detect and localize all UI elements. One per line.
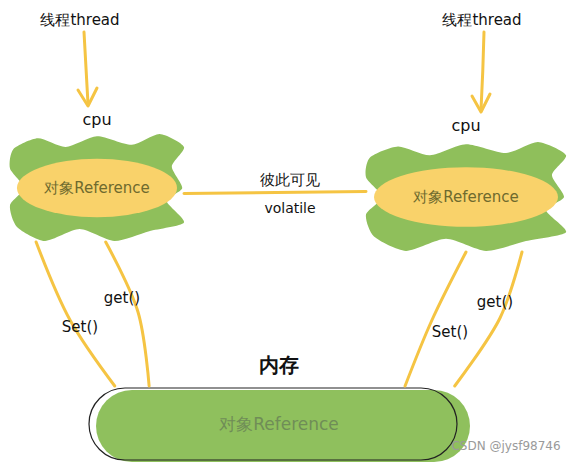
watermark: CSDN @jysf98746 (451, 439, 560, 453)
annotation: volatile (264, 200, 315, 216)
node-heading: cpu (366, 116, 566, 142)
yellow-connector (405, 252, 466, 386)
connector-label: get() (104, 289, 140, 307)
thread-arrow-head (78, 88, 97, 106)
thread-arrow (481, 32, 484, 110)
connector-label: 彼此可见 (260, 171, 320, 190)
node-heading: cpu (10, 110, 184, 134)
cpu-cache-box: cpu对象Reference (10, 110, 184, 242)
memory-box: 内存对象Reference (88, 352, 470, 462)
node-label: 对象Reference (366, 142, 566, 252)
yellow-connector (36, 242, 115, 386)
annotation: 线程thread (40, 11, 119, 30)
cpu-cache-box: cpu对象Reference (366, 116, 566, 252)
yellow-connector (184, 192, 366, 194)
connector-label: Set() (432, 323, 468, 341)
node-label: 对象Reference (10, 134, 184, 242)
connector-label: Set() (62, 318, 98, 336)
node-heading: 内存 (88, 352, 470, 386)
node-label: 对象Reference (88, 386, 470, 462)
connector-label: get() (477, 293, 513, 311)
annotation: 线程thread (442, 11, 521, 30)
thread-arrow (84, 32, 88, 104)
thread-arrow-head (472, 94, 490, 112)
yellow-connector (106, 242, 149, 386)
yellow-connector (455, 252, 522, 386)
